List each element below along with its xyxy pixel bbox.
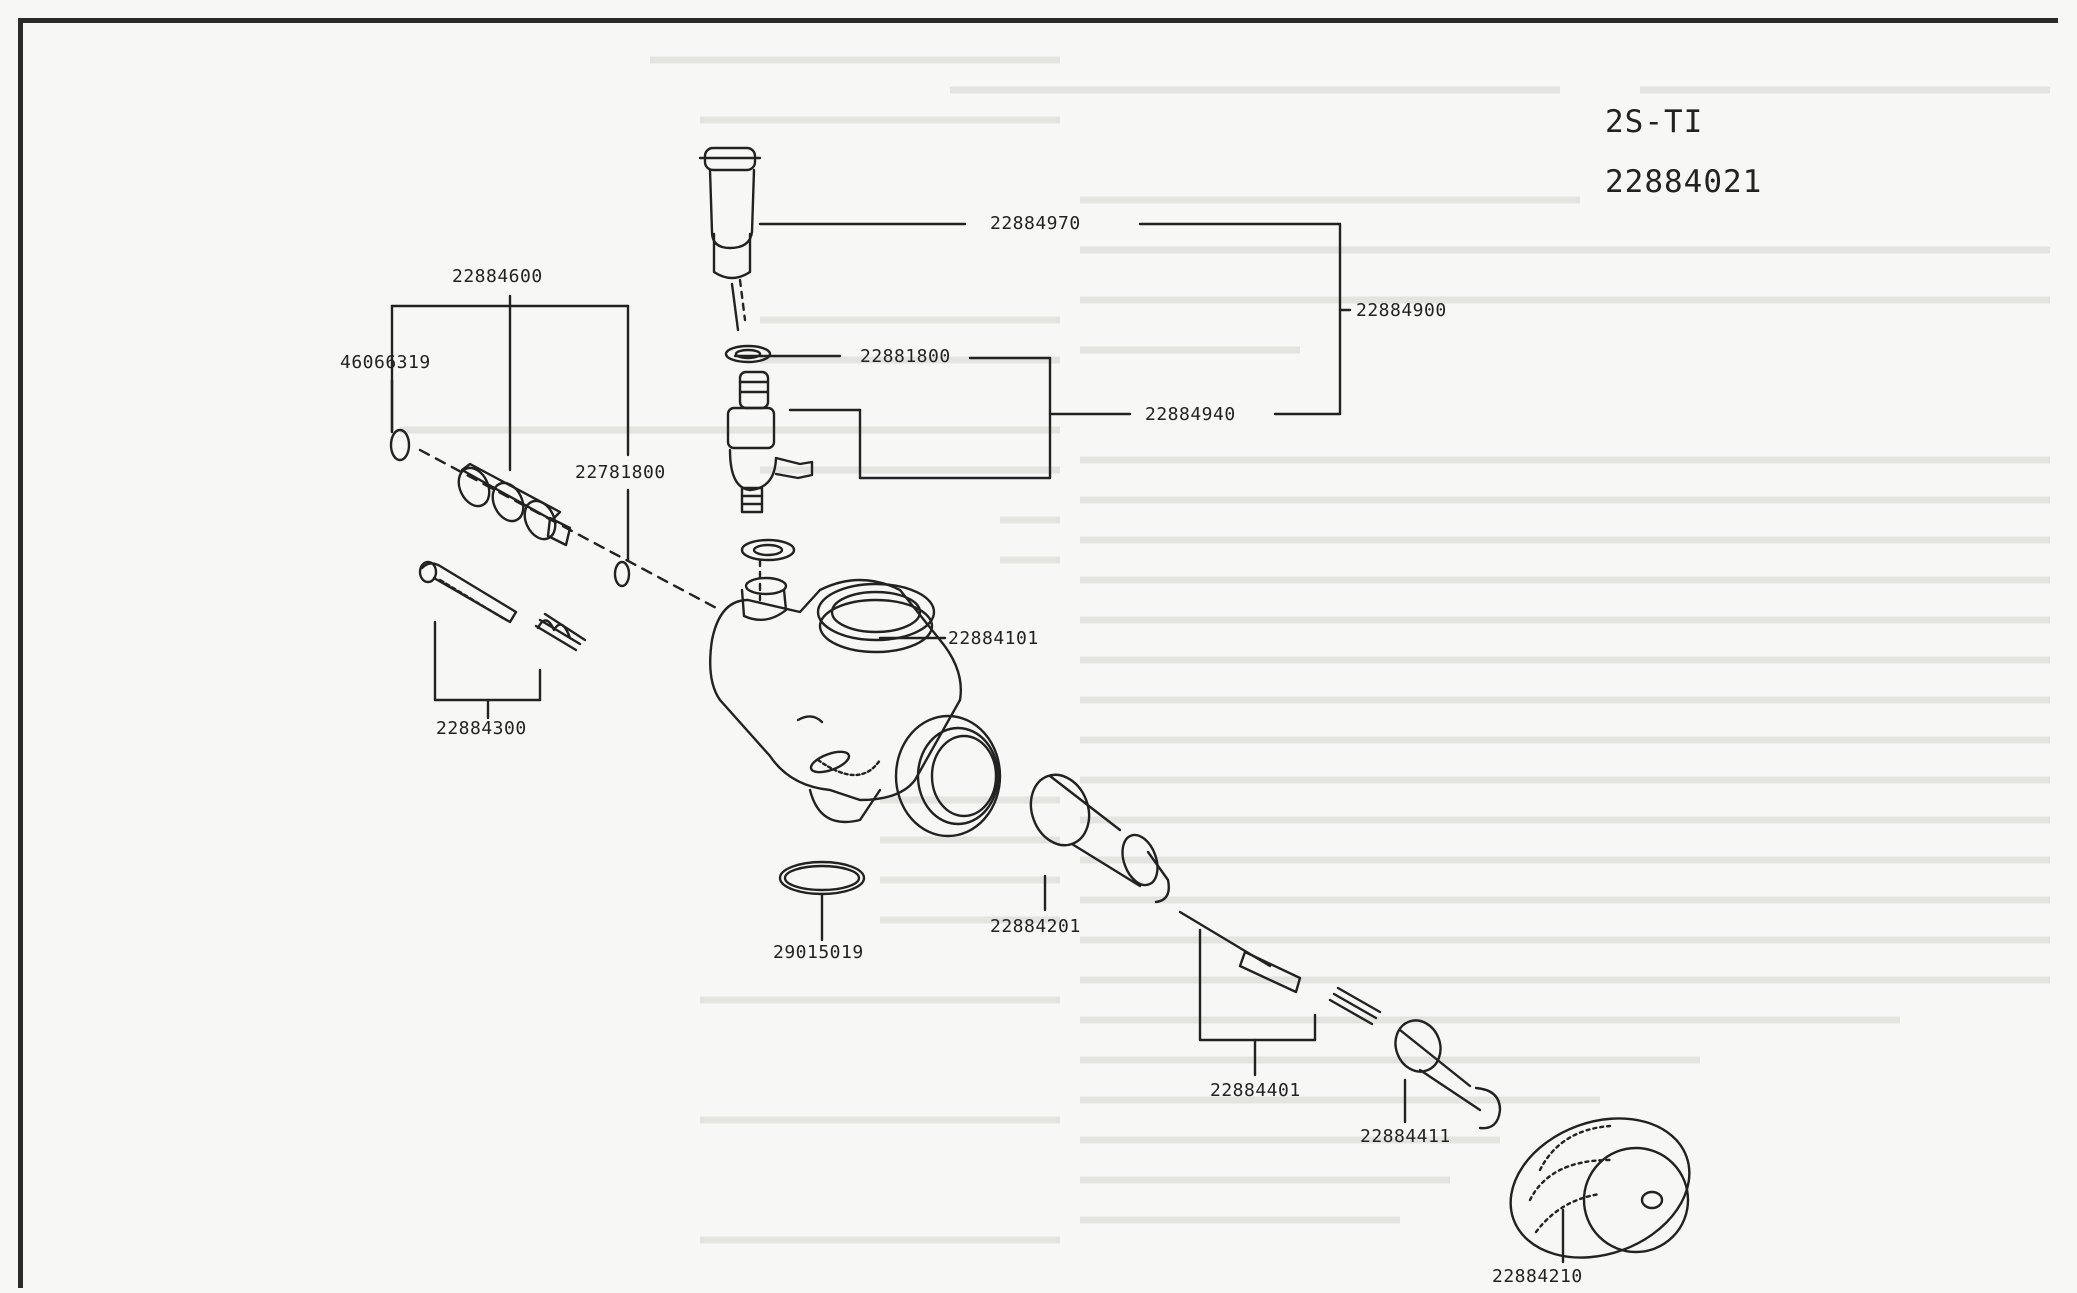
diagram-frame [18,18,2058,1288]
label-22884970: 22884970 [990,213,1081,234]
spray-bar-22884600 [457,462,572,547]
label-46066319: 46066319 [340,352,431,373]
label-22884201: 22884201 [990,916,1081,937]
air-filter-22884210 [1509,1117,1691,1259]
label-22884101: 22884101 [948,628,1039,649]
label-22884210: 22884210 [1492,1266,1583,1287]
glow-plug-22884970 [698,146,762,332]
o-ring-46066319 [389,428,411,462]
label-22881800: 22881800 [860,346,951,367]
model-name: 2S-TI [1605,104,1704,140]
needle-22884401 [1178,910,1382,1026]
label-29015019: 29015019 [773,942,864,963]
assembly-part-number: 22884021 [1605,164,1763,200]
label-22884940: 22884940 [1145,404,1236,425]
label-22781800: 22781800 [575,462,666,483]
bleed-through-texture [400,56,2050,1244]
idle-screw-22884300 [418,560,587,652]
label-22884300: 22884300 [436,718,527,739]
washer-22881800 [724,344,772,364]
throttle-drum-22884201 [1029,773,1170,904]
o-ring-29015019 [778,860,866,896]
o-ring-22781800 [613,560,631,588]
label-22884600: 22884600 [452,266,543,287]
carburetor-body-22884101 [709,576,1002,838]
label-22884900: 22884900 [1356,300,1447,321]
label-22884411: 22884411 [1360,1126,1451,1147]
needle-valve-22884940 [726,370,814,562]
label-22884401: 22884401 [1210,1080,1301,1101]
sleeve-22884411 [1394,1019,1502,1130]
